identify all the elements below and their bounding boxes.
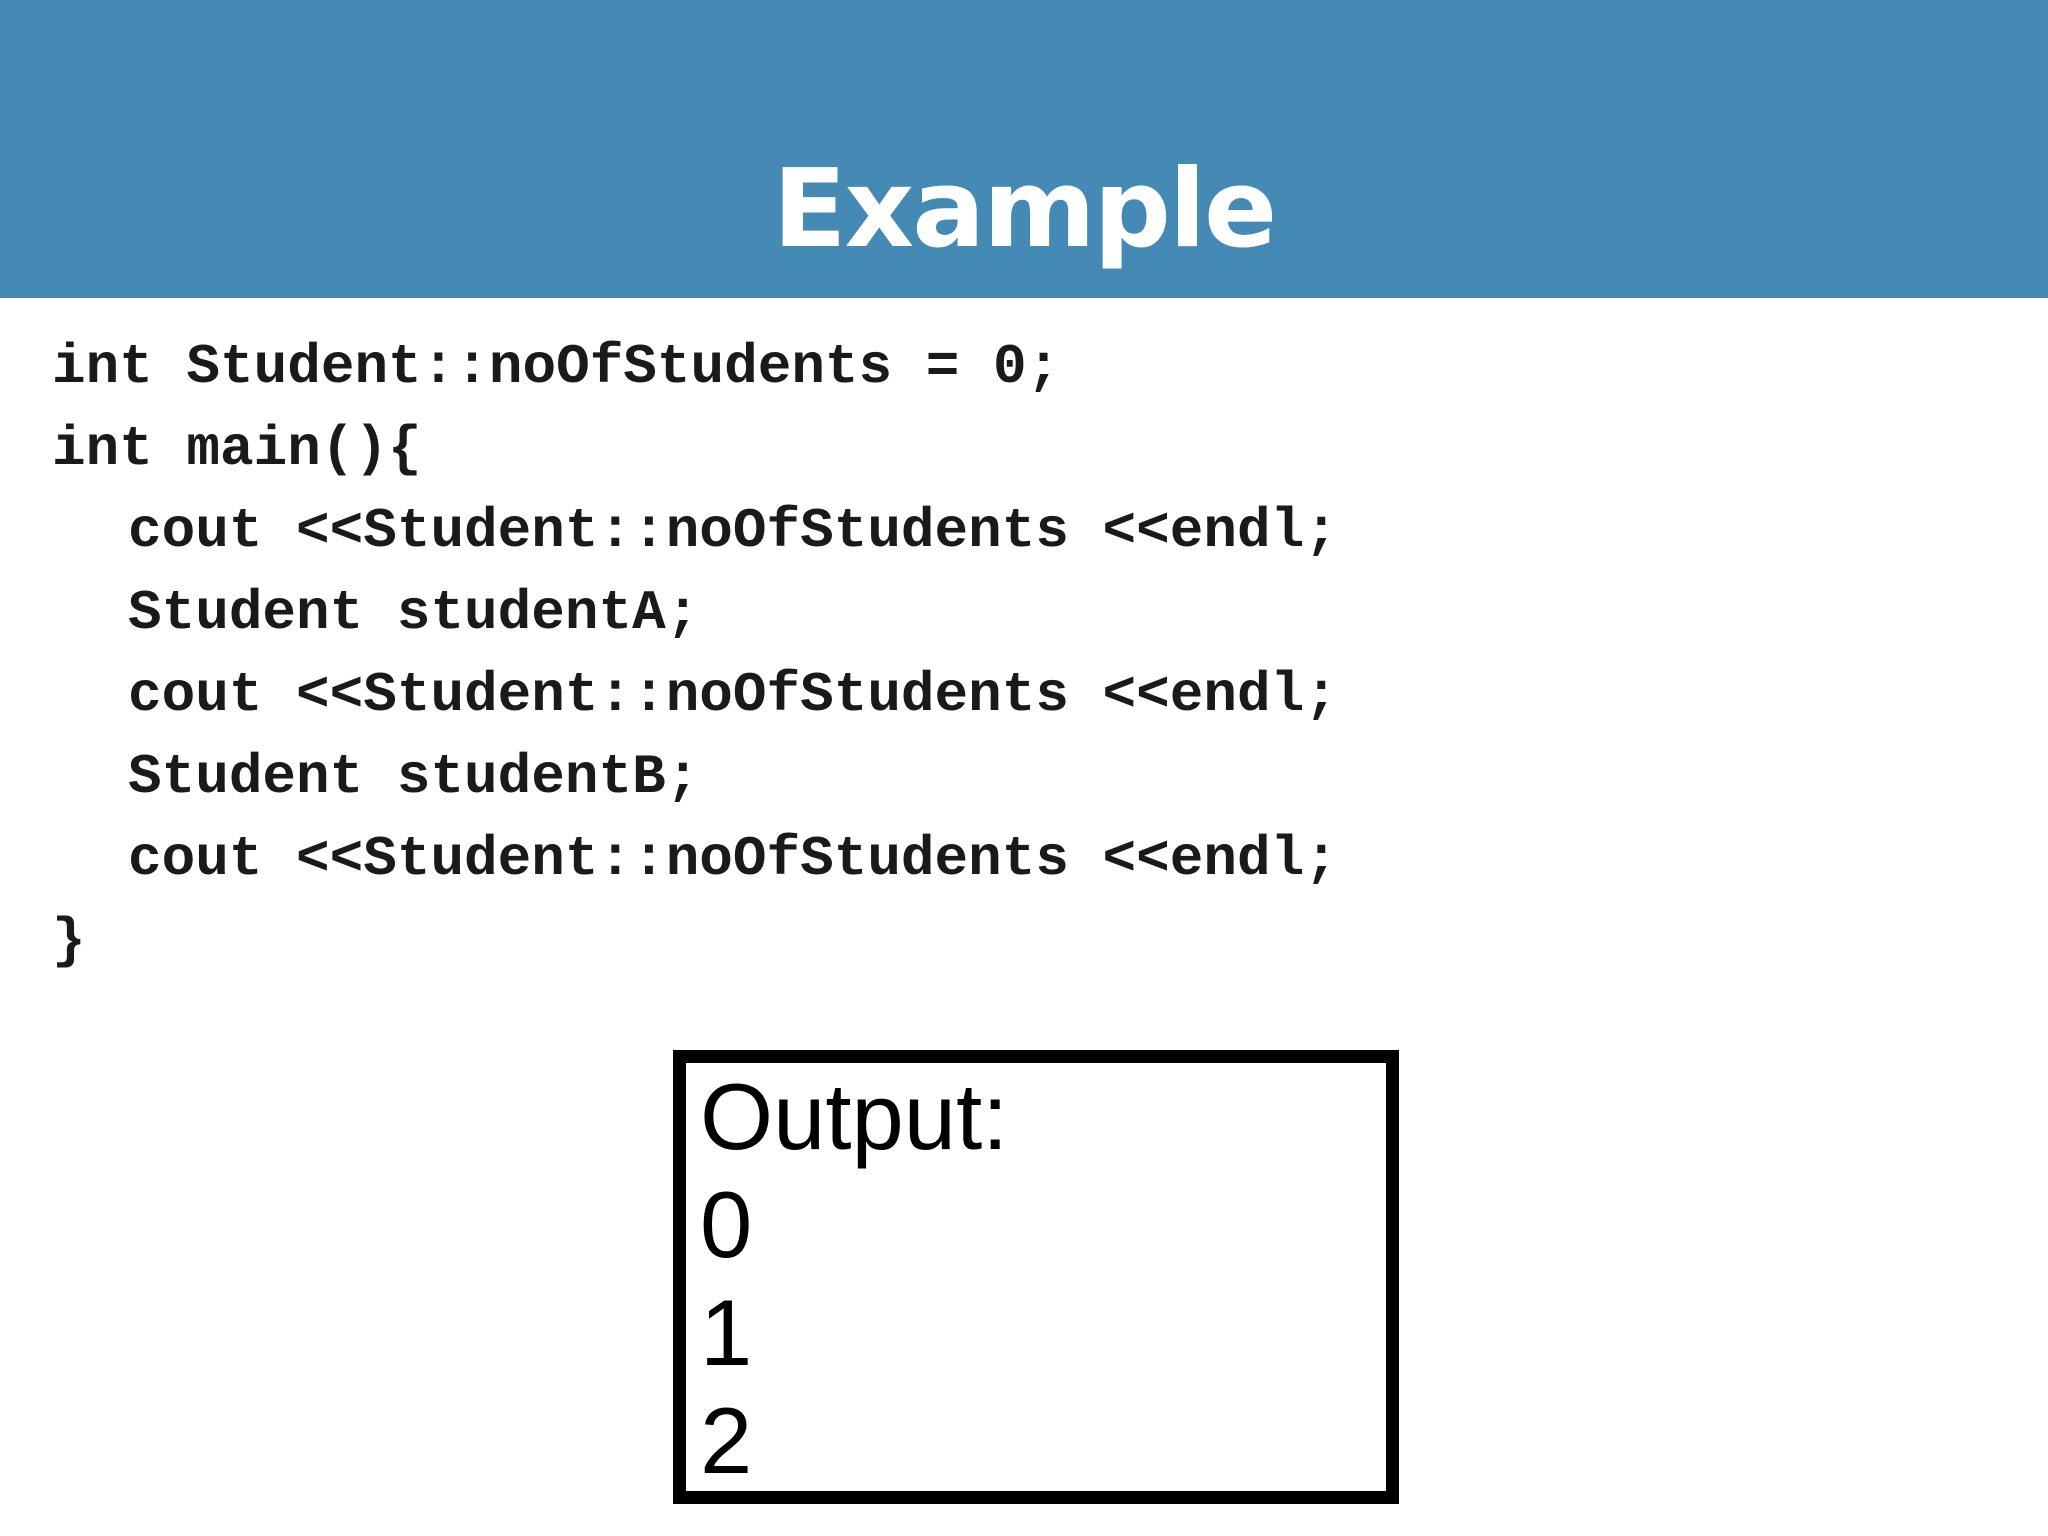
output-value: 1 (700, 1280, 753, 1385)
code-block: int Student::noOfStudents = 0; int main(… (52, 326, 1552, 982)
output-value: 2 (700, 1388, 753, 1493)
output-value: 0 (700, 1172, 753, 1277)
slide-title: Example (772, 147, 1277, 272)
output-label: Output: (700, 1064, 1009, 1169)
code-line: } (52, 909, 86, 973)
code-line: cout <<Student::noOfStudents <<endl; (128, 663, 1338, 727)
code-line: cout <<Student::noOfStudents <<endl; (128, 499, 1338, 563)
code-line: int Student::noOfStudents = 0; (52, 335, 1061, 399)
code-line: Student studentB; (128, 745, 700, 809)
output-box: Output: 0 1 2 (673, 1050, 1399, 1504)
code-line: Student studentA; (128, 581, 700, 645)
code-line: cout <<Student::noOfStudents <<endl; (128, 827, 1338, 891)
code-line: int main(){ (52, 417, 422, 481)
header-bar: Example (0, 0, 2048, 298)
